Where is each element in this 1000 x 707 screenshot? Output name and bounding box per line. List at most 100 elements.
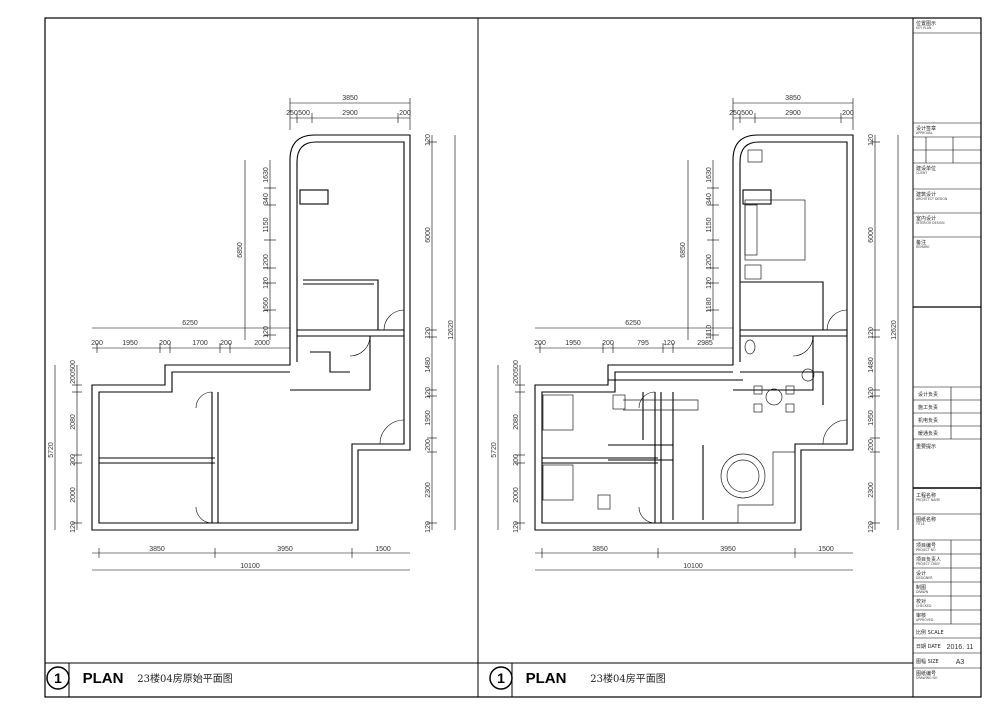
dimension-label: 1110 [706,325,713,340]
dimension-label: 6850 [680,242,687,258]
titleblock-label: 建设单位 [916,165,936,172]
titleblock-value: 2016. 11 [947,644,974,651]
dimension-label: 2080 [513,414,520,430]
dimension-label: 2900 [785,110,801,117]
doors [195,309,405,524]
furniture [542,149,815,524]
dimension-label: 1480 [425,357,432,373]
dimension-label: 2300 [868,482,875,498]
dimension-label: 3950 [720,546,736,553]
titleblock-label-en: APPROVAL [916,131,933,135]
titleblock-label-en: CLIENT [916,171,927,175]
plan-label: PLAN [526,670,567,687]
door-swing [792,335,814,357]
dimension-label: 3850 [342,95,358,102]
dimension-label: 120 [513,521,520,533]
dimension-label: 340 [263,193,270,205]
dimension-label: 1150 [706,217,713,232]
dimension-label: 1150 [263,217,270,232]
dimension-label: 500 [298,110,310,117]
column [742,189,772,205]
walls [534,134,854,531]
partition-wall [303,279,379,330]
inner-wall [541,141,848,524]
titleblock-label: 比例 SCALE [916,629,944,636]
partition-wall [290,329,404,391]
titleblock-label: 位置图示 [916,20,936,27]
dimension-label: 6250 [182,320,198,327]
dimension-label: 120 [706,277,713,289]
titleblock-label: 建筑设计 [916,191,936,198]
doors [638,309,848,524]
dining-table [765,388,783,406]
dimension-label: 2000 [513,487,520,503]
dimension-label: 200 [868,439,875,451]
dimension-label: 3850 [785,95,801,102]
dimension-label: 200 [220,340,232,347]
titleblock-label: 工程名称 [916,492,936,499]
titleblock-label-en: REMARK [916,245,930,249]
titleblock-label-en: PROJECT CHIEF [916,562,940,566]
headboard [744,204,758,256]
door-swing [349,335,371,357]
titleblock-label: 图幅 SIZE [916,658,939,665]
dimension-label: 120 [425,521,432,533]
door-swing [826,309,848,331]
dimension-label: 120 [263,277,270,289]
dimension-label: 120 [868,387,875,399]
plan-number: 1 [54,670,62,686]
signature-row-label: 暖通负责 [918,430,938,437]
partition-wall [310,351,350,373]
signature-row-label: 机电负责 [918,417,938,424]
washbasin [801,368,815,382]
dimension-label: 120 [663,340,675,347]
sheet-border [44,17,982,698]
dimension-label: 340 [706,193,713,205]
titleblock-label-en: PROJECT NAME [916,498,940,502]
titleblock-label-en: INTERIOR DESIGN [916,221,945,225]
dimension-label: 200 [425,439,432,451]
titleblock-label: 项目编号 [916,542,936,549]
dimension-label: 200 [70,454,77,466]
dimension-label: 6850 [237,242,244,258]
dimension-label: 500 [513,360,520,372]
dimension-label: 1480 [868,357,875,373]
round-table [720,453,766,499]
chair [785,403,795,413]
titleblock-label-en: DESIGNER [916,576,933,580]
door-swing [638,506,656,524]
dimension-label: 3850 [149,546,165,553]
dimension-label: 2300 [425,482,432,498]
dimension-label: 10100 [683,563,703,570]
dimension-label: 1950 [565,340,581,347]
walls [91,134,411,531]
single-bed [542,464,574,501]
chair [753,403,763,413]
dimension-label: 200 [399,110,411,117]
chair [753,385,763,395]
chair [747,149,763,163]
round-table-inner [726,459,760,493]
dimension-label: 1950 [122,340,138,347]
dimension-label: 200 [513,372,520,384]
titleblock-label-en: CHECKED [916,604,932,608]
toilet [744,339,756,355]
titleblock-label-en: DRAWING NO [916,676,938,680]
dimension-label: 2000 [70,487,77,503]
dimension-label: 12620 [891,320,898,340]
dimension-label: 2000 [254,340,270,347]
dimension-label: 200 [602,340,614,347]
titleblock-label: 制图 [916,584,926,591]
dimension-label: 200 [91,340,103,347]
chair [785,385,795,395]
partition-wall [99,392,219,523]
dimension-label: 200 [842,110,854,117]
dimension-label: 2080 [70,414,77,430]
door-swing [379,419,405,445]
dimension-label: 1630 [263,167,270,183]
